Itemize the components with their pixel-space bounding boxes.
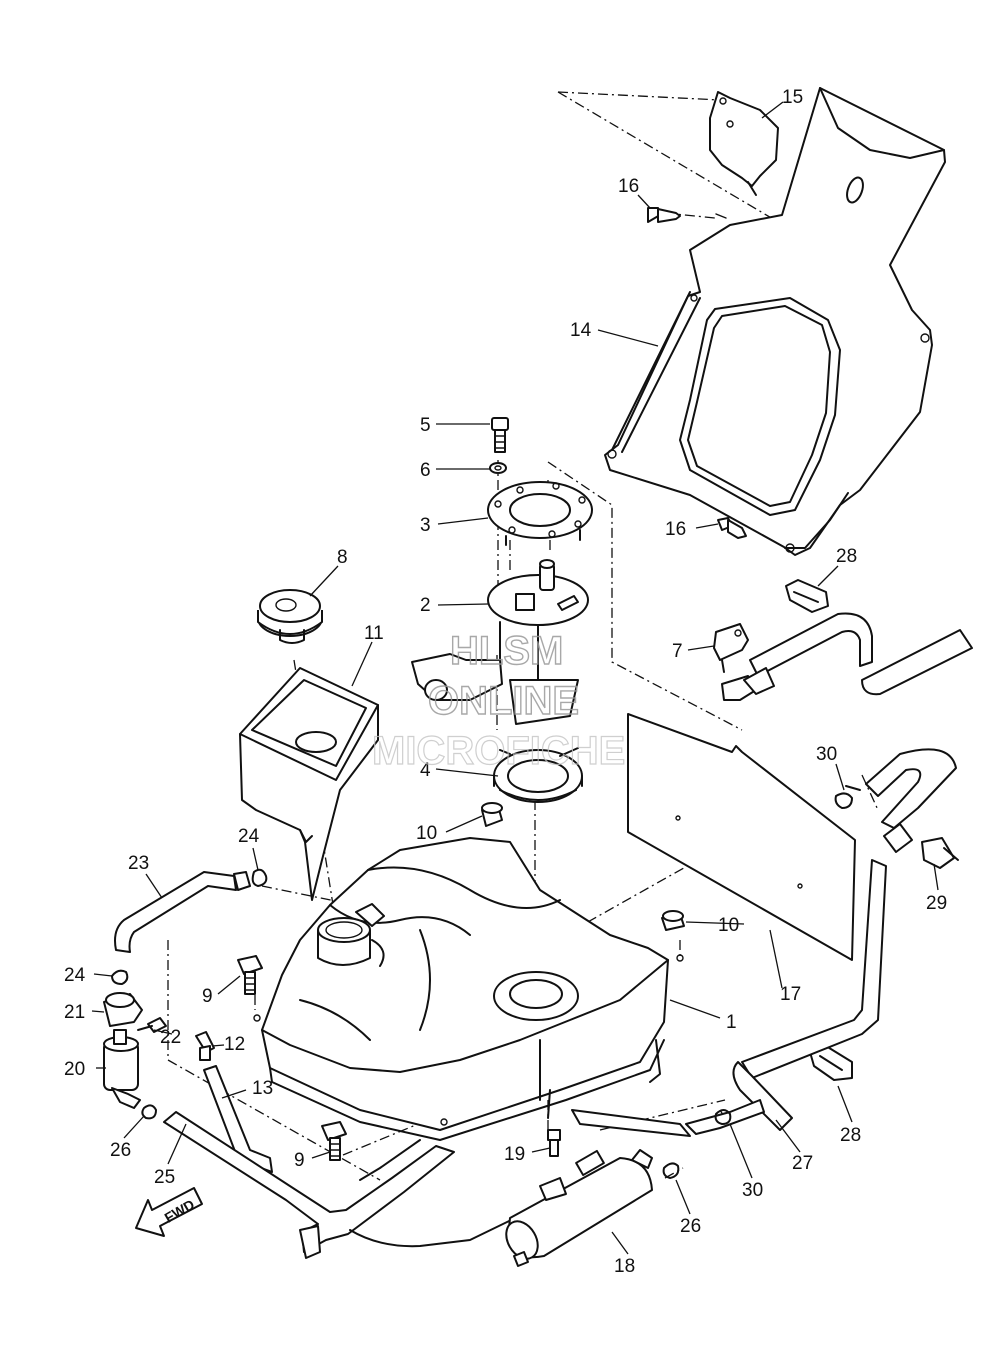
callout-15: 15 (782, 87, 803, 108)
callout-24: 24 (238, 826, 260, 847)
callout-26: 26 (110, 1140, 131, 1161)
connector-7 (713, 623, 749, 673)
callout-10: 10 (718, 915, 739, 936)
clip-24-lower (111, 969, 129, 985)
hose-27 (571, 1099, 765, 1137)
callout-26: 26 (680, 1216, 701, 1237)
rivet-16-top (647, 207, 727, 223)
retainer-plate-3 (487, 481, 593, 546)
clamp-28-upper (785, 579, 829, 613)
callout-23: 23 (128, 853, 149, 874)
lock-ring-4 (493, 747, 583, 803)
clip-26-right (662, 1162, 680, 1179)
clip-30-upper (834, 785, 861, 809)
watermark: HLSM ONLINE MICROFICHE (371, 628, 626, 773)
callout-13: 13 (252, 1078, 273, 1099)
clip-29 (921, 837, 959, 869)
callout-10: 10 (416, 823, 437, 844)
callout-19: 19 (504, 1144, 525, 1165)
callout-6: 6 (420, 460, 431, 481)
callout-16: 16 (618, 176, 639, 197)
callout-24: 24 (64, 965, 86, 986)
forward-arrow: FWD (135, 1187, 203, 1237)
callout-11: 11 (364, 623, 384, 644)
callout-28: 28 (836, 546, 857, 567)
callout-28: 28 (840, 1125, 861, 1146)
bolt-9-lower (321, 1121, 347, 1161)
callout-30: 30 (742, 1180, 763, 1201)
watermark-line-3: MICROFICHE (372, 729, 625, 773)
callout-16: 16 (665, 519, 686, 540)
callout-30: 30 (816, 744, 837, 765)
clip-24-upper (251, 868, 268, 887)
screw-22 (137, 1017, 167, 1033)
hose-23 (114, 871, 251, 953)
hose-25 (163, 1111, 541, 1259)
callout-3: 3 (420, 515, 431, 536)
fuel-tank-1 (253, 837, 684, 1141)
fuel-pump-2 (411, 559, 589, 725)
hose-right (732, 748, 957, 1131)
callout-2: 2 (420, 595, 431, 616)
callout-21: 21 (64, 1002, 85, 1023)
bracket-21 (103, 992, 143, 1027)
rivet-16-lower (717, 517, 747, 539)
callout-4: 4 (420, 760, 431, 781)
callout-29: 29 (926, 893, 947, 914)
panel-14 (604, 87, 946, 556)
bolt-9-upper (237, 955, 263, 995)
callout-labels: 15 16 14 5 6 3 16 28 8 2 11 7 4 30 10 24… (64, 87, 947, 1277)
callout-22: 22 (160, 1027, 181, 1048)
callout-18: 18 (614, 1256, 635, 1277)
grommet-10-a (481, 802, 503, 827)
callout-12: 12 (224, 1034, 245, 1055)
callout-14: 14 (570, 320, 592, 341)
hose-upper-right (721, 612, 973, 701)
pad-17 (627, 713, 856, 961)
grommet-10-b (661, 910, 685, 931)
callout-1: 1 (726, 1012, 737, 1033)
leader-lines (91, 101, 939, 1255)
fitting-12 (195, 1031, 215, 1061)
bolt-5 (491, 417, 509, 453)
canister-18 (505, 1149, 653, 1267)
filter-20 (103, 1029, 141, 1109)
callout-8: 8 (337, 547, 348, 568)
bolt-19 (547, 1129, 561, 1157)
clip-26-left (141, 1104, 157, 1120)
callout-27: 27 (792, 1153, 813, 1174)
callout-25: 25 (154, 1167, 175, 1188)
washer-6 (489, 462, 507, 474)
clip-30-lower (714, 1109, 732, 1125)
callout-20: 20 (64, 1059, 85, 1080)
filler-cap-8 (257, 589, 323, 644)
callout-9: 9 (294, 1150, 305, 1171)
callout-9: 9 (202, 986, 213, 1007)
callout-17: 17 (780, 984, 801, 1005)
plate-15 (709, 91, 779, 196)
callout-7: 7 (672, 641, 683, 662)
watermark-line-2: ONLINE (428, 679, 579, 723)
filler-box-11 (239, 667, 379, 901)
watermark-line-1: HLSM (450, 629, 563, 673)
callout-5: 5 (420, 415, 431, 436)
